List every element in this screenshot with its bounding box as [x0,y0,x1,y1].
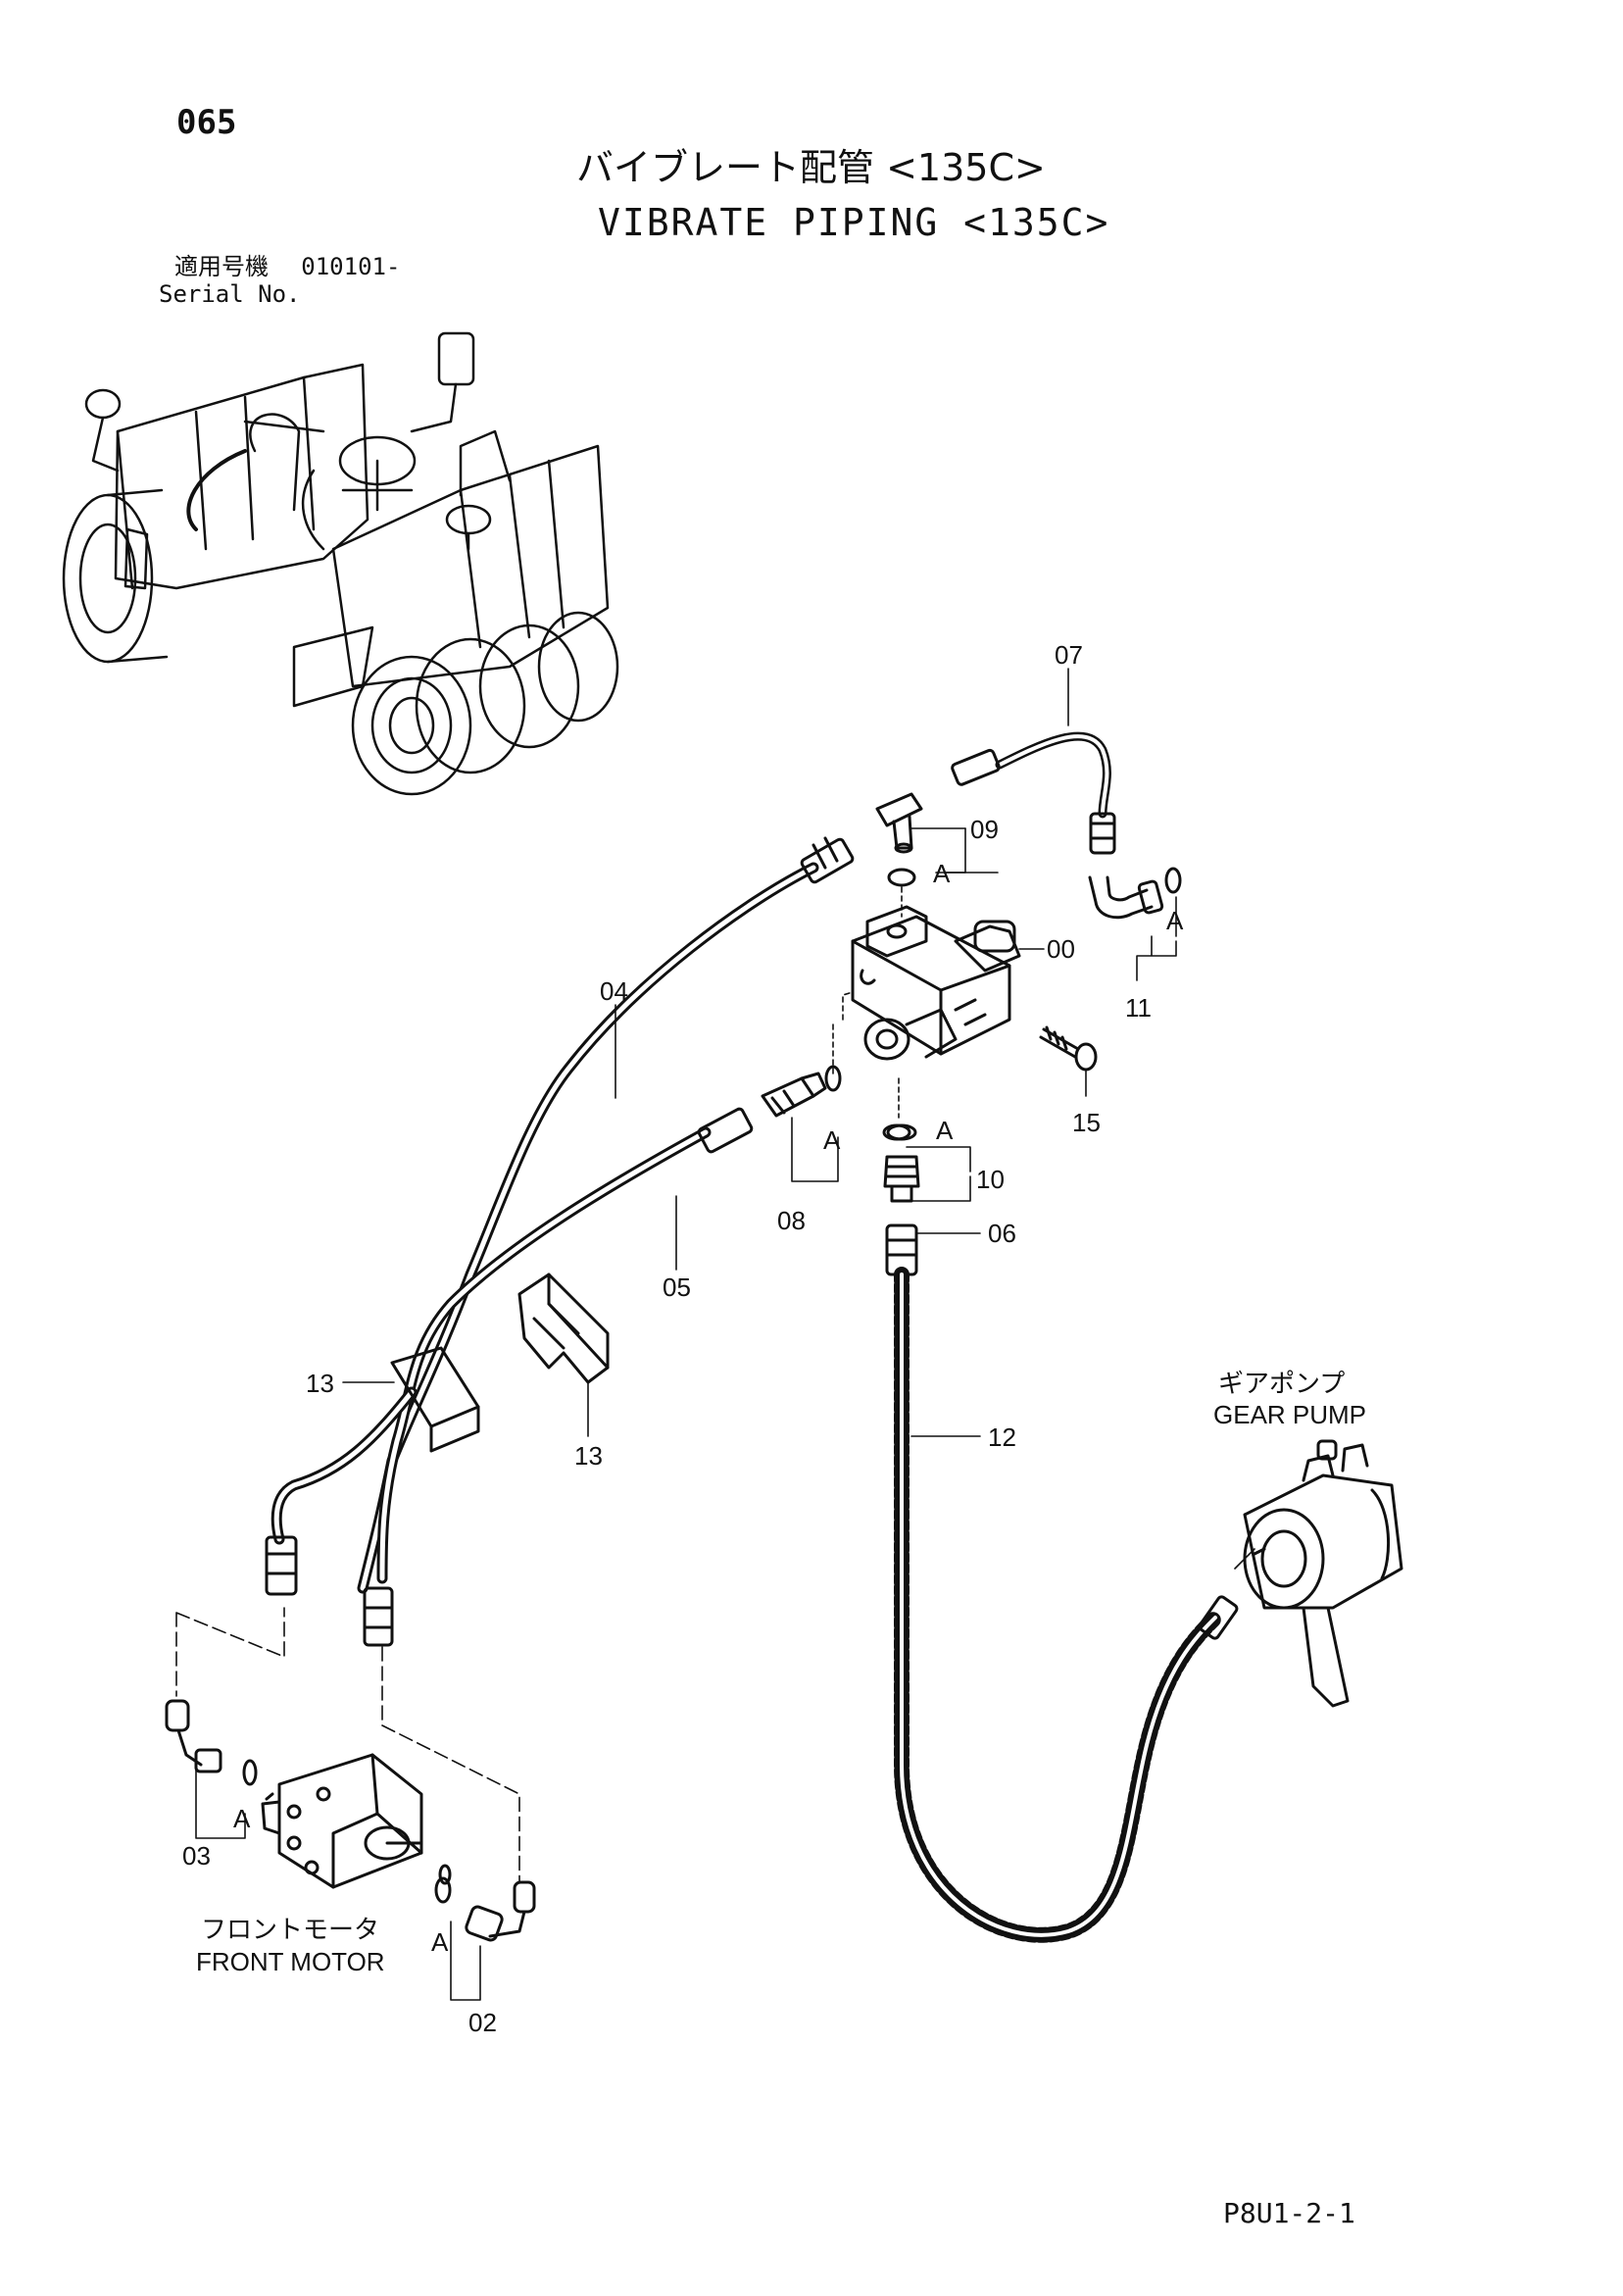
marker-a-11: A [1166,906,1184,935]
title-japanese: バイブレート配管 <135C> [576,146,1046,189]
callout-11: 11 [1125,993,1152,1023]
bolt-15 [1039,1025,1098,1072]
control-valve-assembly [851,905,1021,1061]
marker-a-02: A [431,1927,449,1957]
callout-03: 03 [182,1841,211,1871]
hose-05 [376,1107,754,1584]
callout-05: 05 [663,1273,691,1302]
clamp-13-spare [517,1273,610,1384]
gear-pump-illustration [1243,1439,1403,1708]
gear-pump-label-en: GEAR PUMP [1213,1400,1367,1429]
callout-10: 10 [976,1165,1005,1194]
marker-a-03: A [233,1804,251,1833]
tee-fitting-09 [875,792,923,854]
callout-13-left: 13 [306,1369,334,1398]
callout-00: 00 [1047,934,1075,964]
serial-row: 適用号機 010101- [174,255,400,278]
hose-to-03 [265,1386,418,1647]
marker-a-09: A [933,859,951,888]
callout-leaders [175,668,1255,2001]
callout-02: 02 [468,2008,497,2037]
callout-06: 06 [988,1219,1016,1248]
callout-15: 15 [1072,1108,1101,1137]
o-ring [882,1123,911,1141]
hose-12 [885,1223,1239,1943]
title-english: VIBRATE PIPING <135C> [598,201,1110,244]
gear-pump-label-jp: ギアポンプ [1218,1369,1346,1398]
serial-label-en: Serial No. [159,280,301,308]
adapter-08 [761,1065,842,1118]
machine-overview-illustration [62,331,619,796]
callout-12: 12 [988,1423,1016,1452]
elbow-fitting-02 [434,1864,536,1942]
o-ring [887,868,916,887]
marker-a-08: A [823,1125,841,1155]
callout-09: 09 [970,815,999,844]
serial-value: 010101- [301,253,401,280]
callout-08: 08 [777,1206,806,1235]
front-motor-label-en: FRONT MOTOR [196,1947,385,1976]
elbow-fitting-03 [165,1699,274,1801]
front-motor-label-jp: フロントモータ [201,1915,380,1944]
callout-13-spare: 13 [574,1441,603,1471]
page-number: 065 [176,103,237,142]
drawing-code: P8U1-2-1 [1223,2197,1355,2229]
hose-07 [951,731,1116,855]
callout-07: 07 [1055,640,1083,670]
clamp-13 [390,1346,480,1453]
marker-a-10: A [936,1116,954,1145]
elbow-fitting-11 [1088,867,1182,920]
serial-label-jp: 適用号機 [174,253,269,280]
callout-04: 04 [600,976,628,1006]
front-motor-illustration [261,1753,423,1889]
